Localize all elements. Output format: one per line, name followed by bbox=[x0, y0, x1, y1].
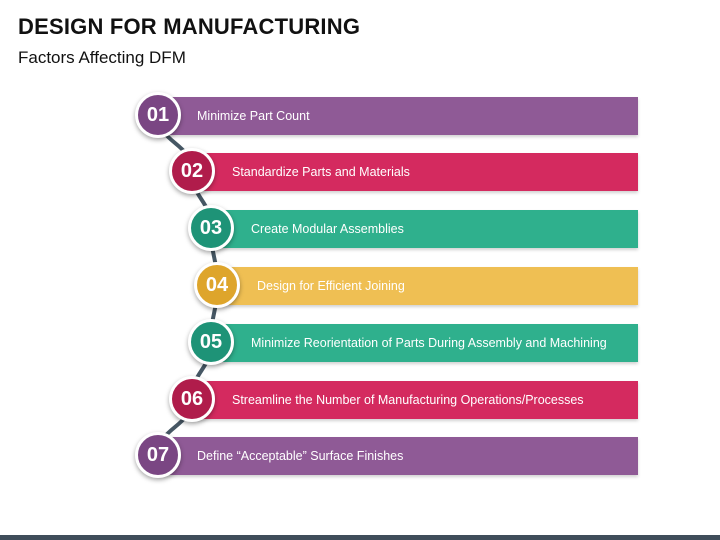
page-title: DESIGN FOR MANUFACTURING bbox=[18, 14, 361, 39]
step-label: Minimize Part Count bbox=[197, 109, 310, 123]
step-bar: Minimize Part Count bbox=[157, 97, 638, 135]
step-bar: Minimize Reorientation of Parts During A… bbox=[211, 324, 638, 362]
step-number: 01 bbox=[146, 103, 170, 126]
step-number: 04 bbox=[205, 273, 229, 296]
step-number-badge: 07 bbox=[135, 432, 181, 478]
footer-bar bbox=[0, 535, 720, 540]
step-number-badge: 06 bbox=[169, 376, 215, 422]
page-subtitle: Factors Affecting DFM bbox=[18, 48, 186, 67]
step-number: 05 bbox=[199, 330, 223, 353]
step-bar: Design for Efficient Joining bbox=[217, 267, 638, 305]
step-number: 03 bbox=[199, 216, 223, 239]
step-number-badge: 02 bbox=[169, 148, 215, 194]
step-number: 02 bbox=[180, 159, 204, 182]
step-number: 07 bbox=[146, 443, 170, 466]
step-bar: Create Modular Assemblies bbox=[211, 210, 638, 248]
step-bar: Define “Acceptable” Surface Finishes bbox=[157, 437, 638, 475]
step-number-badge: 05 bbox=[188, 319, 234, 365]
step-number: 06 bbox=[180, 387, 204, 410]
step-number-badge: 01 bbox=[135, 92, 181, 138]
step-label: Create Modular Assemblies bbox=[251, 222, 404, 236]
step-bar: Standardize Parts and Materials bbox=[192, 153, 638, 191]
step-label: Minimize Reorientation of Parts During A… bbox=[251, 336, 607, 350]
step-label: Streamline the Number of Manufacturing O… bbox=[232, 393, 584, 407]
step-number-badge: 04 bbox=[194, 262, 240, 308]
step-label: Design for Efficient Joining bbox=[257, 279, 405, 293]
step-label: Standardize Parts and Materials bbox=[232, 165, 410, 179]
step-bar: Streamline the Number of Manufacturing O… bbox=[192, 381, 638, 419]
step-label: Define “Acceptable” Surface Finishes bbox=[197, 449, 404, 463]
step-number-badge: 03 bbox=[188, 205, 234, 251]
